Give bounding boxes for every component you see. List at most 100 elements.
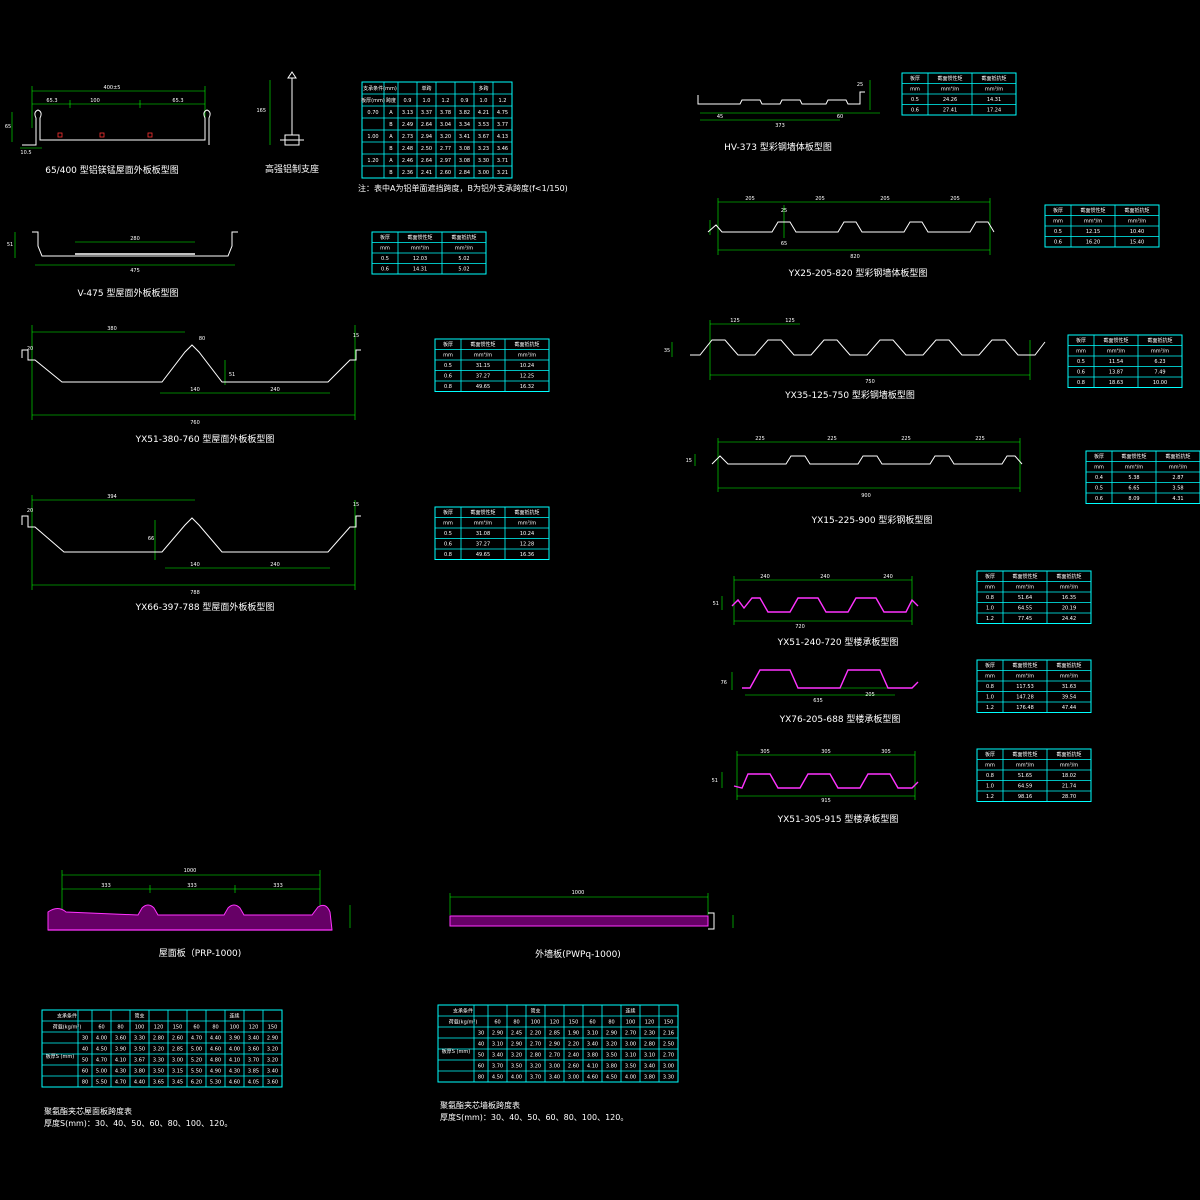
dim-yx51b-51: 51 bbox=[713, 601, 719, 607]
table-cell: 板厚 bbox=[443, 341, 453, 348]
table-cell: mm bbox=[910, 87, 920, 93]
profile-v475: 280 475 51 V-475 型屋面外板板型图 bbox=[7, 231, 238, 299]
profile-yx76: 635 205 76 YX76-205-688 型楼承板型图 bbox=[721, 669, 919, 725]
table-cell: 49.65 bbox=[476, 552, 490, 558]
table-cell: 18.02 bbox=[1062, 773, 1076, 779]
dim-yx66-140: 140 bbox=[190, 562, 200, 568]
table-cell: 3.58 bbox=[1172, 486, 1183, 492]
table-cell: 1.2 bbox=[442, 98, 450, 104]
table-cell: 3.50 bbox=[625, 1064, 636, 1070]
table-cell: 2.90 bbox=[511, 1042, 522, 1048]
table-cell: 80 bbox=[117, 1025, 123, 1031]
table-cell: 3.04 bbox=[440, 122, 451, 128]
dim-yx15-225-d: 225 bbox=[975, 436, 985, 442]
table-cell: 3.30 bbox=[153, 1058, 164, 1064]
table-cell: 60 bbox=[478, 1064, 484, 1070]
table-cell: 4.00 bbox=[625, 1075, 636, 1081]
table-cell: B bbox=[389, 122, 393, 128]
support-clip: 165 高强铝制支座 bbox=[256, 71, 319, 175]
table-cell: 0.8 bbox=[1077, 380, 1085, 386]
table-cell: 100 bbox=[626, 1020, 636, 1026]
table-cell: 3.70 bbox=[530, 1075, 541, 1081]
sandwich-roof-prp1000: 1000 333 333 333 屋面板（PRP-1000) bbox=[47, 868, 351, 959]
table-cell: 截面抵抗矩 bbox=[514, 341, 539, 348]
table-cell: 2.70 bbox=[663, 1053, 674, 1059]
dim-yx35-125-b: 125 bbox=[785, 318, 795, 324]
table-cell: 147.28 bbox=[1016, 695, 1034, 701]
table-cell: 3.20 bbox=[511, 1053, 522, 1059]
sandwich-wall-pwp1000: 1000 外墙板(PWPq-1000) bbox=[449, 890, 734, 960]
table-cell: mm³/m bbox=[518, 353, 536, 359]
dim-yx66-20: 20 bbox=[27, 508, 33, 514]
title-yx51-240: YX51-240-720 型楼承板型图 bbox=[777, 636, 899, 648]
table-cell: 3.50 bbox=[511, 1064, 522, 1070]
table-cell: 截面抵抗矩 bbox=[1056, 662, 1081, 669]
table-cell: 3.50 bbox=[134, 1047, 145, 1053]
table-cell: 6.20 bbox=[191, 1080, 202, 1086]
table-cell: 4.31 bbox=[1172, 496, 1183, 502]
table-cell: 板厚S (mm) bbox=[442, 1048, 470, 1055]
dim-yx51c-305-c: 305 bbox=[881, 749, 891, 755]
table-cell: 2.70 bbox=[549, 1053, 560, 1059]
table-cell: 截面惯性矩 bbox=[1012, 751, 1037, 758]
table-cell: 2.50 bbox=[663, 1042, 674, 1048]
table-cell: 截面惯性矩 bbox=[1080, 207, 1105, 214]
table-cell: 荷载(kg/m²) bbox=[53, 1024, 82, 1031]
table-cell: 3.40 bbox=[248, 1036, 259, 1042]
title-yx66: YX66-397-788 型屋面外板板型图 bbox=[135, 601, 275, 613]
table-cell: 截面抵抗矩 bbox=[1056, 751, 1081, 758]
table-cell: 5.00 bbox=[191, 1047, 202, 1053]
table-cell: 98.16 bbox=[1018, 794, 1032, 800]
table-cell: 3.46 bbox=[497, 146, 508, 152]
dim-yx51b-240-c: 240 bbox=[883, 574, 893, 580]
table-cell: 简支 bbox=[530, 1008, 540, 1015]
table-cell: mm³/m bbox=[1128, 219, 1146, 225]
table-cell: 10.24 bbox=[520, 363, 534, 369]
table-cell: 150 bbox=[569, 1020, 579, 1026]
table-cell: 4.10 bbox=[229, 1058, 240, 1064]
table-cell: 40 bbox=[82, 1047, 88, 1053]
table-cell: 2.64 bbox=[421, 122, 432, 128]
table-cell: 17.24 bbox=[987, 108, 1001, 114]
table-cell: 1.0 bbox=[986, 784, 994, 790]
table-cell: 6.65 bbox=[1128, 486, 1139, 492]
table-cell: 16.32 bbox=[520, 384, 534, 390]
table-cell: 截面惯性矩 bbox=[1012, 662, 1037, 669]
dim-prp-333-a: 333 bbox=[101, 883, 111, 889]
table-cell: 4.10 bbox=[115, 1058, 126, 1064]
table-cell: 14.31 bbox=[987, 97, 1001, 103]
table-cell: 50 bbox=[478, 1053, 484, 1059]
table-cell: 49.65 bbox=[476, 384, 490, 390]
table-cell: 4.21 bbox=[478, 110, 489, 116]
table-cell: 4.90 bbox=[210, 1069, 221, 1075]
table-cell: 3.00 bbox=[625, 1042, 636, 1048]
table-cell: 77.45 bbox=[1018, 616, 1032, 622]
table-cell: mm bbox=[985, 763, 995, 769]
table-cell: mm⁴/m bbox=[474, 353, 492, 359]
dim-yx51-51: 51 bbox=[229, 372, 235, 378]
table-cell: 12.03 bbox=[413, 256, 427, 262]
dim-400: 400±5 bbox=[104, 85, 121, 91]
table-cell: 1.20 bbox=[367, 158, 378, 164]
table-cell: 2.77 bbox=[440, 146, 451, 152]
table-cell: 4.60 bbox=[587, 1075, 598, 1081]
table-cell: 2.20 bbox=[568, 1042, 579, 1048]
table-cell: 37.27 bbox=[476, 374, 490, 380]
dim-yx51-80: 80 bbox=[199, 336, 205, 342]
table-cell: mm bbox=[443, 521, 453, 527]
table-cell: mm bbox=[985, 674, 995, 680]
table-cell: 47.44 bbox=[1062, 705, 1076, 711]
table-cell: 39.54 bbox=[1062, 695, 1076, 701]
table-cell: 板厚 bbox=[1053, 207, 1063, 214]
table-cell: 3.70 bbox=[248, 1058, 259, 1064]
note-65-400: 注：表中A为铝单面遮挡跨度，B为铝外支承跨度(f<1/150) bbox=[358, 183, 568, 193]
table-cell: 3.00 bbox=[568, 1075, 579, 1081]
table-cell: 板厚 bbox=[910, 75, 920, 82]
table-cell: 4.30 bbox=[115, 1069, 126, 1075]
